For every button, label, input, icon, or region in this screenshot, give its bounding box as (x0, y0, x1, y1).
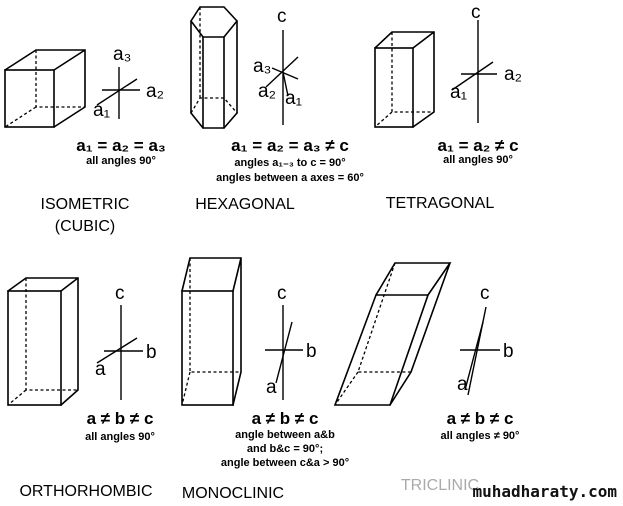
cube-shape (4, 49, 86, 128)
axis-label-a2: a₂ (146, 81, 164, 102)
hexagonal-prism-shape (190, 6, 239, 129)
hexagonal-axes (265, 30, 299, 125)
axis-label-c: c (277, 283, 287, 304)
isometric-axes (96, 67, 140, 119)
axis-label-a3: a₃ (113, 44, 131, 65)
triclinic-prism-shape (333, 262, 452, 406)
angle-note: all angles 90° (443, 154, 513, 166)
tetragonal-panel: c a₂ a₁ a₁ = a₂ ≠ c all angles 90° TETRA… (374, 2, 522, 212)
angle-note: and b&c = 90°; (247, 443, 323, 455)
system-name: ISOMETRIC (41, 196, 130, 213)
axis-label-a1: a₁ (93, 100, 110, 121)
angle-note: all angles 90° (86, 155, 156, 167)
axis-label-c: c (480, 283, 490, 304)
axis-label-a: a (266, 377, 277, 398)
monoclinic-panel: c b a a ≠ b ≠ c angle between a&b and b&… (181, 257, 349, 502)
axis-relation: a ≠ b ≠ c (447, 409, 514, 428)
angle-note: all angles 90° (85, 431, 155, 443)
triclinic-panel: c b a a ≠ b ≠ c all angles ≠ 90° TRICLIN… (333, 262, 520, 494)
axis-relation: a₁ = a₂ ≠ c (437, 136, 518, 155)
isometric-panel: a₃ a₂ a₁ a₁ = a₂ = a₃ all angles 90° ISO… (4, 44, 166, 235)
system-name-alt: (CUBIC) (55, 218, 115, 235)
axis-label-c: c (471, 2, 481, 23)
angle-note: angle between c&a > 90° (221, 457, 349, 469)
axis-label-c: c (115, 283, 125, 304)
orthorhombic-panel: c b a a ≠ b ≠ c all angles 90° ORTHORHOM… (7, 277, 157, 500)
orthorhombic-axes (96, 305, 143, 400)
axis-label-b: b (306, 341, 317, 362)
angle-note: angles a₁₋₃ to c = 90° (234, 157, 345, 169)
monoclinic-axes (265, 305, 303, 400)
axis-label-b: b (503, 341, 514, 362)
axis-label-a2: a₂ (258, 81, 276, 102)
watermark: muhadharaty.com (473, 482, 618, 501)
axis-label-a1: a₁ (450, 82, 467, 103)
axis-label-a: a (95, 359, 106, 380)
axis-label-a2: a₂ (504, 64, 522, 85)
angle-note: angles between a axes = 60° (216, 172, 364, 184)
system-name: TRICLINIC (401, 477, 479, 494)
axis-label-c: c (277, 6, 287, 27)
orthorhombic-prism-shape (7, 277, 79, 406)
axis-relation: a ≠ b ≠ c (252, 409, 319, 428)
axis-label-a3: a₃ (253, 56, 271, 77)
system-name: TETRAGONAL (386, 195, 495, 212)
axis-relation: a ≠ b ≠ c (87, 409, 154, 428)
axis-relation: a₁ = a₂ = a₃ ≠ c (231, 136, 349, 155)
axis-label-a1: a₁ (285, 88, 302, 109)
triclinic-axes (460, 306, 500, 396)
tetragonal-prism-shape (374, 31, 435, 128)
system-name: HEXAGONAL (195, 196, 295, 213)
tetragonal-axes (451, 20, 497, 123)
system-name: MONOCLINIC (182, 485, 284, 502)
axis-label-b: b (146, 342, 157, 363)
axis-relation: a₁ = a₂ = a₃ (76, 136, 166, 155)
hexagonal-panel: c a₃ a₂ a₁ a₁ = a₂ = a₃ ≠ c angles a₁₋₃ … (190, 6, 364, 213)
monoclinic-prism-shape (181, 257, 242, 406)
angle-note: all angles ≠ 90° (441, 430, 520, 442)
angle-note: angle between a&b (235, 429, 335, 441)
system-name: ORTHORHOMBIC (19, 483, 152, 500)
axis-label-a: a (457, 374, 468, 395)
